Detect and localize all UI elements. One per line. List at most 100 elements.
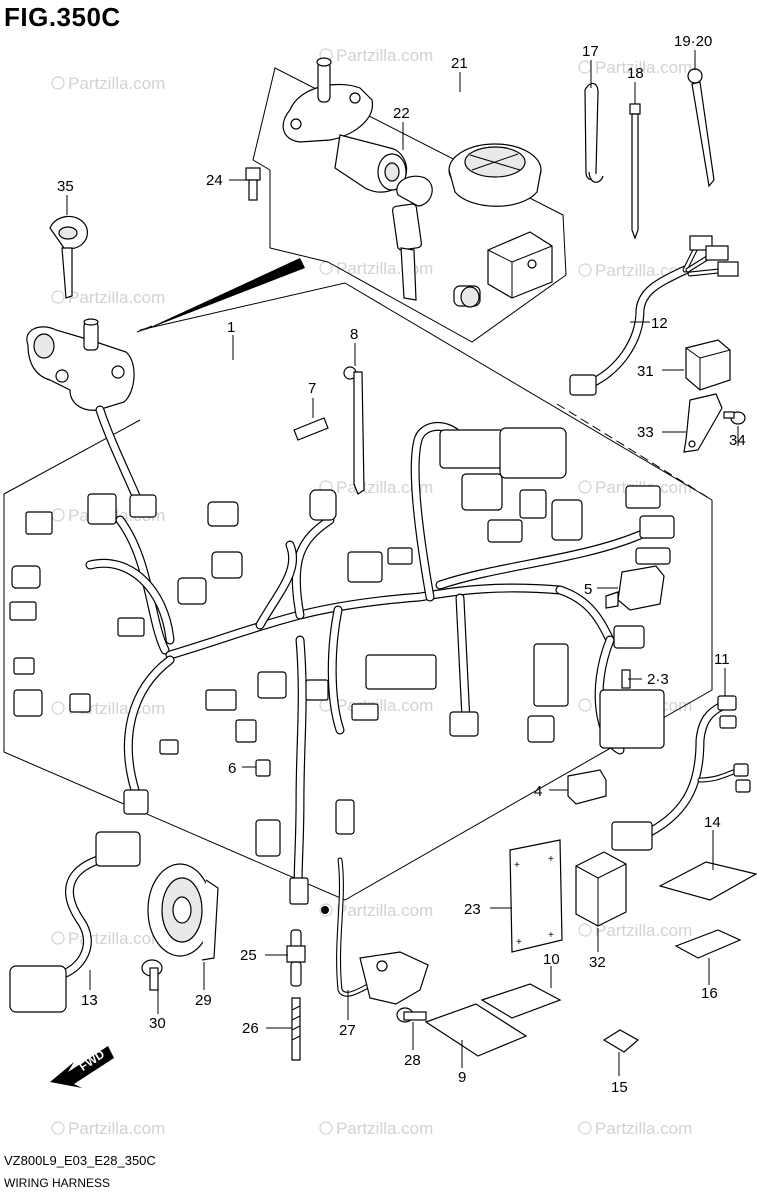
seat-lock-cylinder (453, 285, 481, 308)
svg-text:+: + (548, 930, 554, 941)
callout-28: 28 (404, 1052, 421, 1069)
wedge-arrow (140, 258, 305, 332)
callout-25: 25 (240, 947, 257, 964)
callout-10: 10 (543, 951, 560, 968)
figure-title: FIG.350C (4, 2, 121, 32)
watermark: Partzilla.com (578, 921, 692, 940)
callout-23: 23 (464, 901, 481, 918)
callout-26: 26 (242, 1020, 259, 1037)
watermark: Partzilla.com (319, 259, 433, 278)
watermark: Partzilla.com (51, 699, 165, 718)
diagram-code: VZ800L9_E03_E28_350C (4, 1153, 156, 1168)
callout-12: 12 (651, 315, 668, 332)
relay-31 (685, 339, 731, 391)
callout-30: 30 (149, 1015, 166, 1032)
bolt-30 (141, 959, 163, 991)
watermark: Partzilla.com (51, 1119, 165, 1138)
callout-11: 11 (714, 651, 730, 668)
watermark: Partzilla.com (51, 288, 165, 307)
callout-14: 14 (704, 814, 721, 831)
sub-harness-13 (9, 831, 141, 1013)
clamp-17 (584, 82, 604, 183)
bolt-28 (396, 1007, 427, 1023)
clamp-8 (343, 366, 365, 495)
callout-9: 9 (458, 1069, 466, 1086)
watermark: Partzilla.com (319, 901, 433, 920)
harness-connectors (9, 427, 675, 905)
watermark: Partzilla.com (51, 74, 165, 93)
key-35 (49, 215, 88, 299)
key-icon (391, 175, 433, 301)
pad-9 (424, 1003, 528, 1057)
callout-17: 17 (582, 43, 599, 60)
callout-22: 22 (393, 105, 410, 122)
watermark: Partzilla.com (51, 929, 165, 948)
pad-14 (658, 861, 757, 901)
svg-text:Partzilla.com: Partzilla.com (336, 1119, 433, 1138)
svg-text:Partzilla.com: Partzilla.com (336, 259, 433, 278)
clamp-7 (293, 417, 329, 441)
callouts: 1 2·3 4 5 6 7 8 9 10 11 12 13 14 15 16 1… (57, 33, 746, 1096)
svg-text:+: + (548, 854, 554, 865)
relay-32 (575, 851, 627, 927)
pad-15 (602, 1029, 640, 1053)
tie-18 (629, 103, 641, 240)
dash-leader (556, 403, 713, 501)
callout-16: 16 (701, 985, 718, 1002)
callout-5: 5 (584, 581, 592, 598)
plate-23: + + + + (509, 839, 563, 953)
sub-harness-12 (569, 235, 739, 396)
part-6 (255, 759, 271, 777)
lock-cover (487, 231, 553, 299)
watermark: Partzilla.com (578, 1119, 692, 1138)
svg-text:Partzilla.com: Partzilla.com (68, 1119, 165, 1138)
bolt-24 (245, 167, 261, 201)
svg-text:+: + (516, 937, 522, 948)
watermark: Partzilla.com (319, 1119, 433, 1138)
callout-18: 18 (627, 65, 644, 82)
svg-text:Partzilla.com: Partzilla.com (595, 1119, 692, 1138)
svg-text:Partzilla.com: Partzilla.com (336, 696, 433, 715)
bolt-34 (723, 411, 746, 425)
fuel-cap (448, 143, 542, 207)
svg-text:+: + (514, 860, 520, 871)
callout-34: 34 (729, 432, 746, 449)
horn-29 (147, 863, 219, 961)
diagram-caption: WIRING HARNESS (4, 1176, 111, 1190)
callout-21: 21 (451, 55, 468, 72)
callout-31: 31 (637, 363, 654, 380)
lock-set-box (252, 67, 567, 343)
callout-27: 27 (339, 1022, 356, 1039)
ref-dot (321, 906, 329, 914)
callout-4: 4 (534, 783, 542, 800)
callout-2-3: 2·3 (647, 671, 669, 688)
callout-6: 6 (228, 760, 236, 777)
callout-32: 32 (589, 954, 606, 971)
callout-8: 8 (350, 326, 358, 343)
callout-15: 15 (611, 1079, 628, 1096)
cover-5 (605, 565, 665, 611)
svg-text:Partzilla.com: Partzilla.com (336, 901, 433, 920)
svg-text:Partzilla.com: Partzilla.com (595, 921, 692, 940)
sub-harness-11 (611, 695, 751, 851)
callout-19-20: 19·20 (674, 33, 712, 50)
watermark: Partzilla.com (319, 46, 433, 65)
harness-box (3, 282, 713, 901)
ignition-switch (282, 57, 408, 193)
svg-text:Partzilla.com: Partzilla.com (68, 74, 165, 93)
svg-text:Partzilla.com: Partzilla.com (595, 58, 692, 77)
callout-29: 29 (195, 992, 212, 1009)
pad-10 (480, 983, 562, 1019)
callout-13: 13 (81, 992, 98, 1009)
svg-text:Partzilla.com: Partzilla.com (68, 929, 165, 948)
svg-text:Partzilla.com: Partzilla.com (336, 46, 433, 65)
spring-26 (291, 997, 301, 1061)
callout-24: 24 (206, 172, 223, 189)
sensor-27 (336, 857, 429, 1005)
svg-text:Partzilla.com: Partzilla.com (68, 288, 165, 307)
bracket-33 (683, 393, 723, 453)
part-4 (567, 769, 607, 805)
callout-33: 33 (637, 424, 654, 441)
